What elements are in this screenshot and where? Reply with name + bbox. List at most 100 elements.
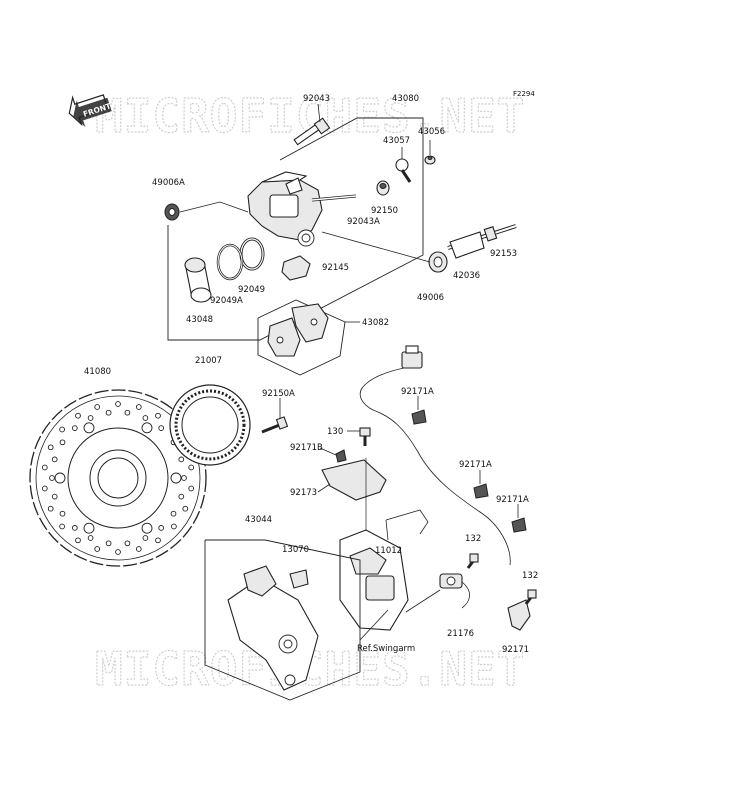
caliper-body (247, 171, 323, 247)
disc-hole (59, 439, 66, 446)
disc-hole (188, 464, 195, 471)
disc-hole (75, 412, 81, 419)
brake-pads-43082 (267, 303, 329, 357)
label-92150: 92150 (371, 206, 398, 216)
disc-hole (75, 537, 81, 544)
bolt-92150A (261, 416, 289, 434)
abs-ring-21007 (169, 384, 251, 466)
disc-hole (87, 535, 94, 541)
disc-hole (105, 540, 112, 547)
disc-hole (49, 475, 55, 481)
seal-92049 (239, 237, 265, 271)
label-92173: 92173 (290, 488, 317, 498)
disc-hole (141, 522, 153, 534)
disc-hole (142, 415, 149, 421)
disc-hole (158, 525, 165, 531)
clamp-92171A-3 (511, 517, 527, 533)
label-ref-swingarm: Ref.Swingarm (357, 644, 415, 654)
label-92171A-2: 92171A (459, 460, 492, 470)
pin-92043A (311, 194, 357, 202)
label-21176: 21176 (447, 629, 474, 639)
label-43057: 43057 (383, 136, 410, 146)
piston-43048 (184, 257, 212, 303)
label-132-1: 132 (465, 534, 481, 544)
clamp-92171A-2 (473, 483, 489, 499)
disc-hole (47, 505, 54, 512)
label-130: 130 (327, 427, 343, 437)
disc-hole (59, 426, 65, 433)
bracket-92171 (507, 599, 531, 631)
label-11012: 11012 (375, 546, 402, 556)
label-43082: 43082 (362, 318, 389, 328)
caliper-assembly-box (167, 117, 424, 341)
label-42036: 42036 (453, 271, 480, 281)
disc-hole (83, 522, 95, 534)
label-92049: 92049 (238, 285, 265, 295)
disc-hole (51, 493, 58, 500)
label-13070: 13070 (282, 545, 309, 555)
seal-92049A (216, 243, 244, 281)
swingarm-bracket (339, 529, 409, 631)
label-92043A: 92043A (347, 217, 380, 227)
disc-hole (115, 549, 121, 555)
disc-hole (47, 444, 54, 451)
disc-hole (171, 523, 177, 530)
clip-92145 (281, 255, 311, 281)
bolt-132-2 (524, 589, 537, 605)
disc-hole (135, 546, 142, 552)
front-arrow-icon: FRONT (68, 94, 113, 128)
disc-hole (155, 412, 161, 419)
disc-hole (124, 409, 131, 416)
disc-hole (87, 415, 94, 421)
disc-hole (59, 523, 65, 530)
disc-hole (41, 485, 48, 492)
disc-hole (142, 535, 149, 541)
disc-hole (178, 493, 185, 500)
bolt-92043 (293, 117, 331, 146)
disc-hole (158, 425, 165, 431)
disc-hole (135, 404, 142, 410)
clamp-92171A-1 (411, 409, 427, 425)
label-21007: 21007 (195, 356, 222, 366)
bolt-132-1 (466, 553, 479, 569)
disc-hole (124, 540, 131, 547)
label-41080: 41080 (84, 367, 111, 377)
disc-hole (182, 505, 189, 512)
label-92145: 92145 (322, 263, 349, 273)
disc-hole (170, 510, 177, 517)
disc-hole (94, 404, 101, 410)
disc-hole (51, 456, 58, 463)
caliper-bracket-43044 (227, 565, 319, 691)
disc-hole (155, 537, 161, 544)
disc-holes (41, 401, 195, 555)
cap-92150 (376, 180, 390, 196)
boot-49006A (164, 203, 180, 221)
disc-hole (94, 546, 101, 552)
disc-hole (41, 464, 48, 471)
label-43056: 43056 (418, 127, 445, 137)
bracket-box-43044 (204, 539, 361, 701)
label-49006A: 49006A (152, 178, 185, 188)
pads-box (257, 299, 346, 376)
disc-hole (59, 510, 66, 517)
clip-13070 (289, 569, 309, 589)
sleeve-42036 (449, 231, 485, 259)
disc-hole (188, 485, 195, 492)
label-92153: 92153 (490, 249, 517, 259)
clamp-92171B (335, 449, 347, 463)
brake-disc-41080 (29, 389, 207, 567)
disc-hole (141, 422, 153, 434)
label-92171B: 92171B (290, 443, 323, 453)
label-43080: 43080 (392, 94, 419, 104)
bracket-92173 (321, 458, 387, 578)
label-43044: 43044 (245, 515, 272, 525)
bleeder-43057 (395, 158, 412, 183)
disc-hole (115, 401, 121, 407)
label-92171A-3: 92171A (496, 495, 529, 505)
disc-hole (83, 422, 95, 434)
label-43048: 43048 (186, 315, 213, 325)
label-92150A: 92150A (262, 389, 295, 399)
disc-hole (105, 409, 112, 416)
disc-hole (54, 472, 66, 484)
